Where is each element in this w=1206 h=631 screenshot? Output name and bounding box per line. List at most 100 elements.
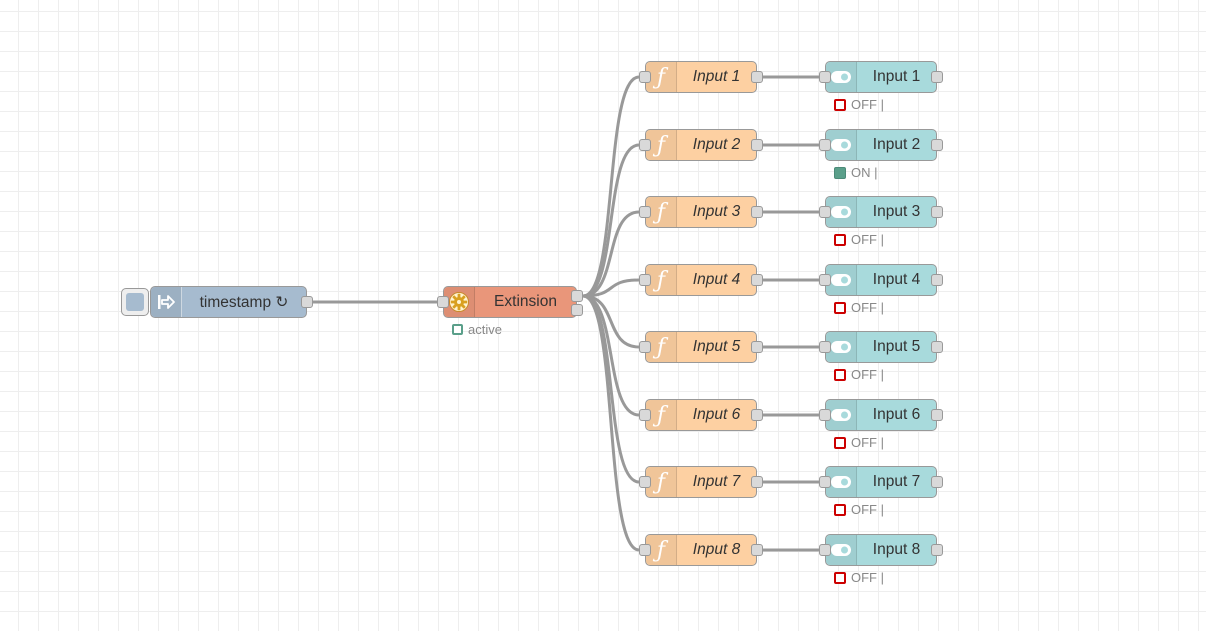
switch-output-port[interactable] [931, 544, 943, 556]
function-output-port[interactable] [751, 409, 763, 421]
function-input-port[interactable] [639, 71, 651, 83]
switch-status-8: OFF | [834, 570, 884, 585]
function-output-port[interactable] [751, 476, 763, 488]
switch-node-5[interactable]: Input 5 [819, 331, 943, 363]
cog-icon [444, 287, 475, 317]
arrow-in-icon [151, 287, 182, 317]
toggle-icon [826, 535, 857, 565]
function-icon: ƒ [646, 400, 677, 430]
status-ring-icon [834, 233, 846, 246]
extension-status: active [452, 322, 502, 337]
function-input-port[interactable] [639, 476, 651, 488]
status-dot-icon [834, 166, 846, 179]
function-node-1[interactable]: ƒ Input 1 [639, 61, 763, 93]
switch-output-port[interactable] [931, 71, 943, 83]
wire-extension-function-1[interactable] [582, 75, 640, 298]
function-input-port[interactable] [639, 274, 651, 286]
switch-node-6[interactable]: Input 6 [819, 399, 943, 431]
switch-node-2[interactable]: Input 2 [819, 129, 943, 161]
switch-output-port[interactable] [931, 341, 943, 353]
status-ring-icon [834, 368, 846, 381]
switch-input-port[interactable] [819, 341, 831, 353]
function-label: Input 1 [692, 68, 741, 85]
switch-status-7: OFF | [834, 502, 884, 517]
wire-extension-function-3[interactable] [582, 210, 640, 298]
switch-node-1[interactable]: Input 1 [819, 61, 943, 93]
toggle-icon [826, 400, 857, 430]
status-ring-icon [834, 436, 846, 449]
toggle-icon [826, 265, 857, 295]
switch-label: Input 5 [872, 338, 921, 355]
switch-input-port[interactable] [819, 139, 831, 151]
switch-output-port[interactable] [931, 206, 943, 218]
extension-output-port-1[interactable] [571, 290, 583, 302]
switch-status-2: ON | [834, 165, 878, 180]
function-icon: ƒ [646, 332, 677, 362]
switch-status-3: OFF | [834, 232, 884, 247]
function-input-port[interactable] [639, 206, 651, 218]
switch-label: Input 1 [872, 68, 921, 85]
switch-node-8[interactable]: Input 8 [819, 534, 943, 566]
toggle-icon [826, 467, 857, 497]
switch-input-port[interactable] [819, 544, 831, 556]
function-input-port[interactable] [639, 341, 651, 353]
toggle-icon [826, 62, 857, 92]
switch-output-port[interactable] [931, 274, 943, 286]
switch-input-port[interactable] [819, 71, 831, 83]
function-icon: ƒ [646, 62, 677, 92]
function-output-port[interactable] [751, 139, 763, 151]
function-node-6[interactable]: ƒ Input 6 [639, 399, 763, 431]
wire-extension-function-2[interactable] [582, 143, 640, 298]
switch-status-6: OFF | [834, 435, 884, 450]
switch-input-port[interactable] [819, 274, 831, 286]
status-ring-icon [834, 571, 846, 584]
function-input-port[interactable] [639, 544, 651, 556]
switch-status-text: OFF | [851, 300, 884, 315]
switch-input-port[interactable] [819, 206, 831, 218]
function-output-port[interactable] [751, 544, 763, 556]
function-output-port[interactable] [751, 71, 763, 83]
function-output-port[interactable] [751, 206, 763, 218]
wire-extension-function-8[interactable] [582, 294, 640, 552]
switch-output-port[interactable] [931, 409, 943, 421]
switch-status-text: OFF | [851, 232, 884, 247]
function-label: Input 3 [692, 203, 741, 220]
function-input-port[interactable] [639, 409, 651, 421]
status-ring-icon [834, 301, 846, 314]
switch-status-text: OFF | [851, 97, 884, 112]
switch-status-1: OFF | [834, 97, 884, 112]
toggle-icon [826, 332, 857, 362]
switch-node-4[interactable]: Input 4 [819, 264, 943, 296]
inject-output-port[interactable] [301, 296, 313, 308]
switch-label: Input 6 [872, 406, 921, 423]
extension-output-port-2[interactable] [571, 304, 583, 316]
wire-extension-function-5[interactable] [582, 294, 640, 349]
status-ring-icon [834, 98, 846, 111]
switch-output-port[interactable] [931, 139, 943, 151]
extension-input-port[interactable] [437, 296, 449, 308]
inject-trigger-button[interactable] [121, 288, 149, 316]
switch-node-7[interactable]: Input 7 [819, 466, 943, 498]
wire-extension-function-4[interactable] [582, 278, 640, 298]
switch-status-text: OFF | [851, 435, 884, 450]
function-label: Input 6 [692, 406, 741, 423]
switch-label: Input 7 [872, 473, 921, 490]
switch-input-port[interactable] [819, 409, 831, 421]
switch-label: Input 2 [872, 136, 921, 153]
switch-node-3[interactable]: Input 3 [819, 196, 943, 228]
switch-status-text: OFF | [851, 367, 884, 382]
switch-status-text: OFF | [851, 502, 884, 517]
switch-input-port[interactable] [819, 476, 831, 488]
function-output-port[interactable] [751, 341, 763, 353]
function-input-port[interactable] [639, 139, 651, 151]
switch-output-port[interactable] [931, 476, 943, 488]
inject-node[interactable]: timestamp ↻ [121, 286, 313, 318]
function-output-port[interactable] [751, 274, 763, 286]
extension-node[interactable]: Extinsion [437, 286, 583, 318]
